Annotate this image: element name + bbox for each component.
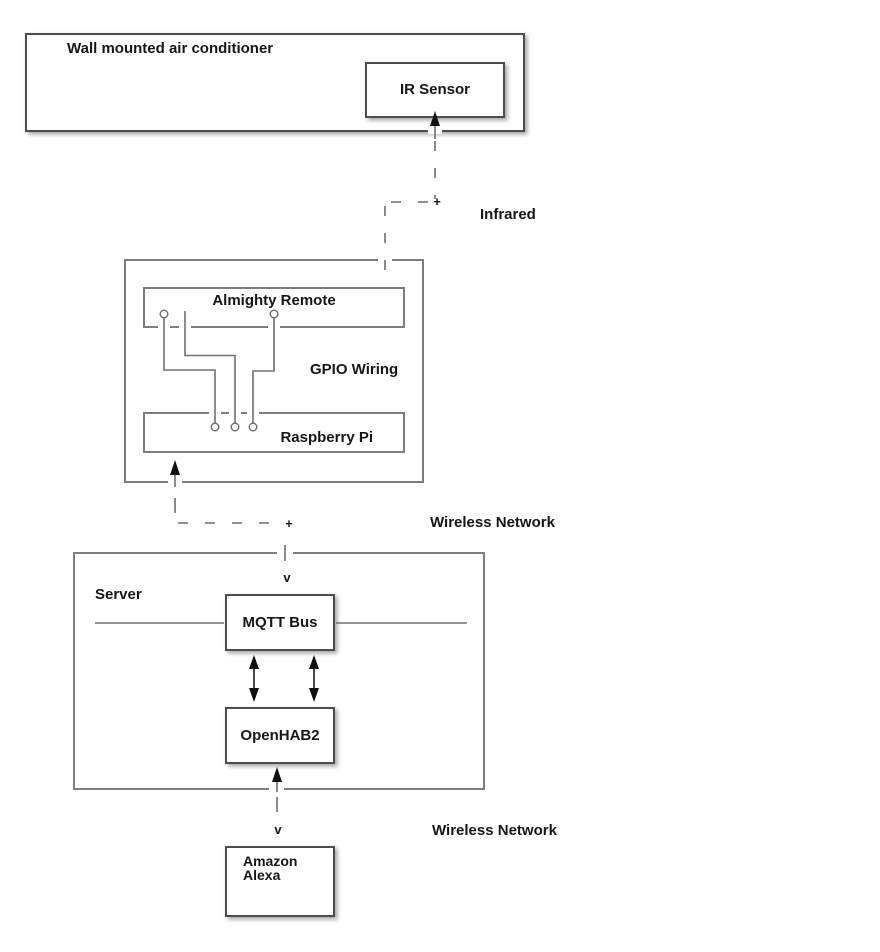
node-openhab: OpenHAB2 <box>225 707 335 764</box>
wireless-rpi-edge-label: Wireless Network <box>430 514 555 531</box>
ir-sensor-label: IR Sensor <box>399 81 471 98</box>
almighty-remote-label: Almighty Remote <box>212 292 336 309</box>
node-almighty-remote: Almighty Remote <box>143 287 405 328</box>
node-raspberry-pi: Raspberry Pi <box>143 412 405 453</box>
air-conditioner-label: Wall mounted air conditioner <box>67 40 274 57</box>
node-amazon-alexa: Amazon Alexa <box>225 846 335 917</box>
wireless-alexa-edge-label: Wireless Network <box>432 822 557 839</box>
raspberry-pi-label: Raspberry Pi <box>280 429 373 446</box>
wireless-rpi-elbow-plus-marker: + <box>285 516 293 531</box>
gpio-wiring-label: GPIO Wiring <box>310 361 399 378</box>
infrared-edge-label: Infrared <box>480 206 536 223</box>
node-mqtt-bus: MQTT Bus <box>225 594 335 651</box>
openhab-label: OpenHAB2 <box>240 726 320 744</box>
amazon-alexa-label: Amazon Alexa <box>243 854 297 882</box>
amazon-alexa-label-line1: Amazon <box>243 853 298 869</box>
node-ir-sensor: IR Sensor <box>365 62 505 118</box>
mqtt-bus-label: MQTT Bus <box>242 613 318 631</box>
amazon-alexa-label-line2: Alexa <box>243 867 281 883</box>
wireless-rpi-open-arrowhead-marker: v <box>283 570 291 585</box>
infrared-elbow-plus-marker: + <box>433 194 441 209</box>
wireless-alexa-open-arrowhead-marker: v <box>274 822 282 837</box>
server-label: Server <box>95 586 142 603</box>
